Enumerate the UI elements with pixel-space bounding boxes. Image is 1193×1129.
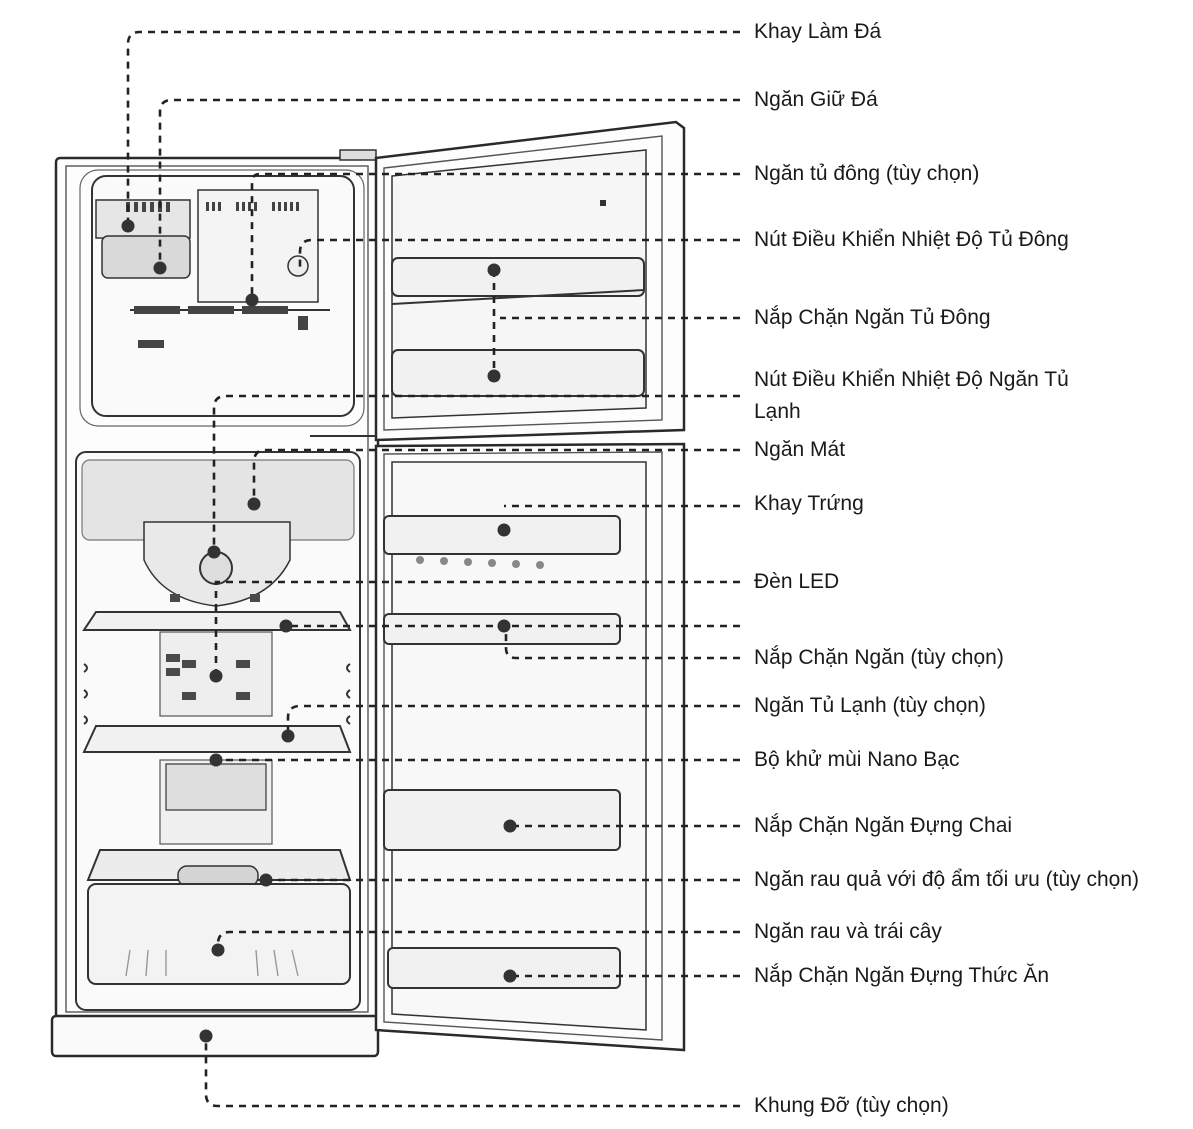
dot-food-guard <box>503 969 517 983</box>
dot-freezer-shelf <box>245 293 259 307</box>
fridge-cabinet <box>50 149 380 1058</box>
dot-led-light <box>209 669 223 683</box>
dot-upper-shelf <box>279 619 293 633</box>
dot-freezer-door-bin-bottom <box>487 369 501 383</box>
label-freezer-door-guard: Nắp Chặn Ngăn Tủ Đông <box>754 306 991 329</box>
dot-nano-silver-deodorizer <box>209 753 223 767</box>
label-fridge-shelf: Ngăn Tủ Lạnh (tùy chọn) <box>754 694 986 717</box>
dot-humidity-crisper <box>259 873 273 887</box>
label-nano-silver-deodorizer: Bộ khử mùi Nano Bạc <box>754 748 960 771</box>
leader-lines <box>126 30 740 1108</box>
dot-chiller <box>247 497 261 511</box>
label-led-light: Đèn LED <box>754 570 840 593</box>
label-freezer-temp-knob: Nút Điều Khiển Nhiệt Độ Tủ Đông <box>754 228 1069 251</box>
label-bottle-guard: Nắp Chặn Ngăn Đựng Chai <box>754 814 1013 837</box>
label-vegetable-box: Ngăn rau và trái cây <box>754 920 942 943</box>
dot-fridge-shelf <box>281 729 295 743</box>
dot-fridge-temp-knob <box>207 545 221 559</box>
label-ice-bin: Ngăn Giữ Đá <box>754 88 878 111</box>
fridge-doors <box>310 120 686 1052</box>
dot-vegetable-box <box>211 943 225 957</box>
label-egg-tray: Khay Trứng <box>754 492 864 515</box>
label-humidity-crisper: Ngăn rau quả với độ ẩm tối ưu (tùy chọn) <box>754 868 1140 891</box>
callout-dots <box>121 219 517 1043</box>
dot-door-guard <box>497 619 511 633</box>
label-freezer-shelf: Ngăn tủ đông (tùy chọn) <box>754 162 980 185</box>
label-door-guard: Nắp Chặn Ngăn (tùy chọn) <box>754 646 1004 669</box>
label-fridge-temp-knob: Nút Điều Khiển Nhiệt Độ Ngăn Tủ Lạnh <box>754 368 1069 423</box>
dot-egg-tray <box>497 523 511 537</box>
dot-freezer-door-bin-top <box>487 263 501 277</box>
dot-bottle-guard <box>503 819 517 833</box>
dot-support-frame <box>199 1029 213 1043</box>
label-support-frame: Khung Đỡ (tùy chọn) <box>754 1094 949 1117</box>
label-ice-tray: Khay Làm Đá <box>754 20 882 43</box>
dot-ice-tray <box>121 219 135 233</box>
dot-ice-bin <box>153 261 167 275</box>
label-food-guard: Nắp Chặn Ngăn Đựng Thức Ăn <box>754 964 1050 987</box>
label-chiller: Ngăn Mát <box>754 438 846 461</box>
